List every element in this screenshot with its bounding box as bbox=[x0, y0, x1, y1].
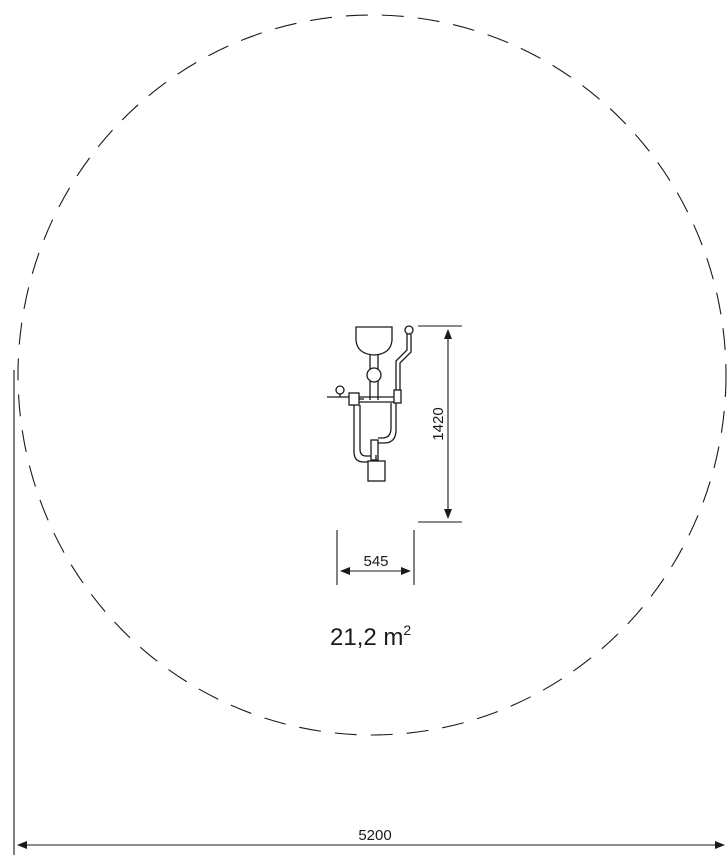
total-width-dimension-label: 5200 bbox=[358, 827, 391, 844]
height-dimension bbox=[418, 325, 462, 523]
area-unit-exponent: 2 bbox=[403, 622, 411, 638]
area-label: 21,2 m2 bbox=[330, 622, 411, 651]
equipment-top-view bbox=[327, 325, 414, 482]
total-width-dimension bbox=[13, 370, 725, 855]
area-value: 21,2 m bbox=[330, 624, 403, 651]
height-dimension-label: 1420 bbox=[430, 407, 447, 440]
width-dimension bbox=[336, 530, 415, 585]
safety-zone-circle bbox=[17, 14, 727, 736]
width-dimension-label: 545 bbox=[363, 553, 388, 570]
